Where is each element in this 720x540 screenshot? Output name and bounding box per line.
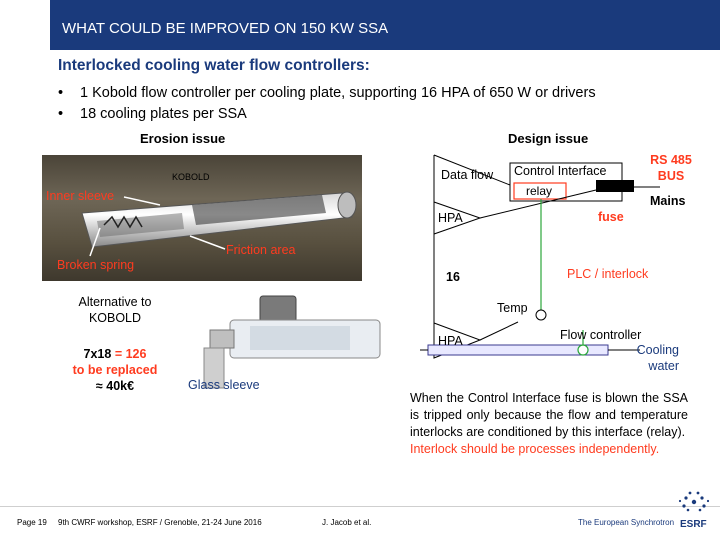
kobold-tube-illustration <box>81 191 357 248</box>
cost-replace: to be replaced <box>72 363 158 377</box>
rs485-bus-label: RS 485 BUS <box>650 153 692 183</box>
broken-spring-label: Broken spring <box>57 258 135 272</box>
design-note-warning: Interlock should be processes independen… <box>410 442 660 456</box>
design-note: When the Control Interface fuse is blown… <box>410 390 688 458</box>
hpa-top-label: HPA <box>438 211 463 225</box>
kobold-label: KOBOLD <box>172 172 210 182</box>
bullet-marker: • <box>58 106 64 122</box>
esrf-logo-text: ESRF <box>680 519 707 530</box>
temp-label: Temp <box>497 301 528 315</box>
slide-title: WHAT COULD BE IMPROVED ON 150 KW SSA <box>62 20 389 37</box>
esrf-logo: ESRF <box>676 488 712 532</box>
friction-area-arrow <box>189 235 226 250</box>
hpa-bottom-label: HPA <box>438 334 463 348</box>
bullet-item: • 1 Kobold flow controller per cooling pl… <box>58 85 596 101</box>
design-note-text: When the Control Interface fuse is blown… <box>410 391 688 439</box>
data-flow-label: Data flow <box>441 168 494 182</box>
bullet-text: 18 cooling plates per SSA <box>80 106 247 122</box>
inner-sleeve-label: Inner sleeve <box>46 189 115 203</box>
relay-box <box>513 182 567 200</box>
broken-spring-arrow <box>89 227 101 257</box>
page-number: Page 19 <box>17 518 47 527</box>
glass-sleeve-flow-controller <box>203 295 381 389</box>
cost-amount: ≈ 40k€ <box>95 379 135 393</box>
friction-area-label: Friction area <box>226 243 296 257</box>
relay-label: relay <box>526 184 553 198</box>
design-issue-heading: Design issue <box>508 131 589 146</box>
event-footer: 9th CWRF workshop, ESRF / Grenoble, 21-2… <box>58 518 262 527</box>
cost-total: = 126 <box>114 347 147 361</box>
cost-count: 7x18 <box>83 347 112 361</box>
flow-controller-symbol <box>577 344 589 356</box>
erosion-issue-heading: Erosion issue <box>140 131 226 146</box>
cooling-water-label: Cooling water <box>636 343 679 373</box>
glass-sleeve-label: Glass sleeve <box>188 378 260 392</box>
bullet-item: • 18 cooling plates per SSA <box>58 106 247 122</box>
hpa-count-label: 16 <box>446 270 460 284</box>
title-bar-margin <box>0 0 52 50</box>
data-flow-link <box>433 154 511 186</box>
temp-sensor-symbol <box>535 309 547 321</box>
alternative-label: Alternative to KOBOLD <box>78 295 152 325</box>
plc-interlock-label: PLC / interlock <box>567 267 649 281</box>
footer-divider <box>0 506 720 507</box>
esrf-logo-icon <box>678 491 710 512</box>
organization-footer: The European Synchrotron <box>578 518 675 527</box>
hpa-top-symbol <box>433 201 482 235</box>
inner-sleeve-arrow <box>123 196 161 206</box>
slide-subtitle: Interlocked cooling water flow controlle… <box>58 57 370 74</box>
fuse-block <box>596 180 634 192</box>
bullet-text: 1 Kobold flow controller per cooling pla… <box>80 85 596 101</box>
flow-controller-label: Flow controller <box>560 328 642 342</box>
fuse-label: fuse <box>598 210 624 224</box>
title-bar <box>52 0 720 50</box>
mains-label: Mains <box>650 194 686 208</box>
kobold-photo <box>42 155 362 281</box>
control-interface-label: Control Interface <box>514 164 607 178</box>
bullet-marker: • <box>58 85 64 101</box>
author-footer: J. Jacob et al. <box>322 518 372 527</box>
cost-estimate: 7x18 = 126 to be replaced ≈ 40k€ <box>60 346 170 394</box>
